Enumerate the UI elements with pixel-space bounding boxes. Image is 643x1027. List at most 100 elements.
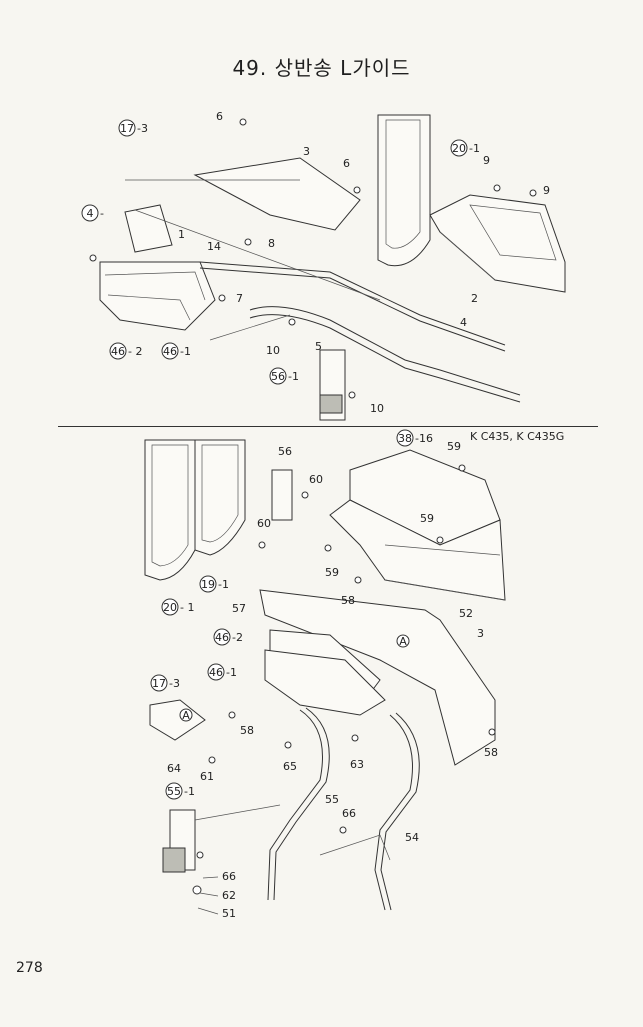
label-3: 3 — [303, 145, 310, 158]
label-63: 63 — [350, 758, 364, 771]
label-8: 8 — [268, 237, 275, 250]
svg-text:46: 46 — [111, 345, 125, 358]
label-59: 59 — [325, 566, 339, 579]
svg-text:A: A — [399, 635, 407, 648]
label-66: 66 — [342, 807, 356, 820]
label-60: 60 — [257, 517, 271, 530]
label-57: 57 — [232, 602, 246, 615]
section-divider — [58, 426, 598, 427]
label-61: 61 — [200, 770, 214, 783]
svg-text:- 1: - 1 — [180, 601, 194, 614]
label-66: 66 — [222, 870, 236, 883]
label-14: 14 — [207, 240, 221, 253]
callout-38-16: 38 -16 — [396, 429, 433, 447]
rail-part-5 — [249, 306, 521, 396]
svg-text:-1: -1 — [226, 666, 237, 679]
label-52: 52 — [459, 607, 473, 620]
callout-46-1-bottom: 46 -1 — [207, 663, 237, 681]
bracket-part-17-3 — [149, 699, 206, 741]
label-6: 6 — [343, 157, 350, 170]
label-65: 65 — [283, 760, 297, 773]
callout-46-1-top: 46 -1 — [161, 342, 191, 360]
duct-part-52 — [329, 499, 506, 601]
label-10: 10 — [266, 344, 280, 357]
top-assembly: 17 -3 20 -1 4 - 46 - 2 46 -1 56 -1 — [81, 110, 566, 421]
label-58: 58 — [341, 594, 355, 607]
label-56: 56 — [278, 445, 292, 458]
rod-part-55 — [267, 709, 323, 901]
label-51: 51 — [222, 907, 236, 920]
page-title: 49. 상반송 L가이드 — [232, 56, 411, 80]
svg-text:56: 56 — [271, 370, 285, 383]
svg-text:-16: -16 — [415, 432, 433, 445]
svg-text:46: 46 — [163, 345, 177, 358]
svg-text:-3: -3 — [169, 677, 180, 690]
guide-plate-46-1 — [264, 649, 386, 716]
side-plate-19-1 — [194, 439, 246, 556]
svg-text:38: 38 — [398, 432, 412, 445]
model-label: K C435, K C435G — [470, 430, 565, 443]
side-plate-20-1 — [377, 114, 431, 267]
page-number: 278 — [16, 960, 43, 976]
svg-text:A: A — [182, 709, 190, 722]
bracket-part-56 — [271, 469, 293, 521]
callout-17-3-bottom: 17 -3 — [150, 674, 180, 692]
svg-text:17: 17 — [120, 122, 134, 135]
duct-part-2 — [429, 194, 566, 293]
svg-text:46: 46 — [215, 631, 229, 644]
label-64: 64 — [167, 762, 181, 775]
svg-text:-1: -1 — [218, 578, 229, 591]
rail-part-4 — [199, 261, 506, 346]
label-55: 55 — [325, 793, 339, 806]
marker-a: A — [179, 708, 193, 722]
svg-text:-1: -1 — [180, 345, 191, 358]
label-10: 10 — [370, 402, 384, 415]
label-5: 5 — [315, 340, 322, 353]
label-60: 60 — [309, 473, 323, 486]
callout-17-3-top: 17 -3 — [118, 119, 148, 137]
label-58: 58 — [240, 724, 254, 737]
marker-a: A — [396, 634, 410, 648]
callout-20-1-bottom: 20 - 1 — [161, 598, 194, 616]
label-9: 9 — [483, 154, 490, 167]
svg-text:-1: -1 — [288, 370, 299, 383]
svg-text:4: 4 — [87, 207, 94, 220]
callout-46-2-top: 46 - 2 — [109, 342, 142, 360]
bottom-assembly: 38 -16 19 -1 20 - 1 46 -2 46 -1 17 -3 — [144, 429, 506, 920]
callout-20-1-top: 20 -1 — [450, 139, 480, 157]
guide-plate-46 — [99, 261, 216, 331]
label-62: 62 — [222, 889, 236, 902]
label-4: 4 — [460, 316, 467, 329]
callout-55-1: 55 -1 — [165, 782, 195, 800]
guide-part-3 — [193, 157, 361, 231]
label-1: 1 — [178, 228, 185, 241]
label-58: 58 — [484, 746, 498, 759]
label-2: 2 — [471, 292, 478, 305]
svg-text:19: 19 — [201, 578, 215, 591]
label-7: 7 — [236, 292, 243, 305]
side-plate-20-1 — [144, 439, 196, 581]
callout-19-1: 19 -1 — [199, 575, 229, 593]
svg-text:-2: -2 — [232, 631, 243, 644]
rod-part-54 — [374, 714, 413, 911]
svg-text:55: 55 — [167, 785, 181, 798]
label-3: 3 — [477, 627, 484, 640]
svg-text:-1: -1 — [184, 785, 195, 798]
callout-4-top: 4 - — [81, 204, 104, 222]
svg-text:20: 20 — [452, 142, 466, 155]
label-9: 9 — [543, 184, 550, 197]
label-6: 6 — [216, 110, 223, 123]
svg-text:17: 17 — [152, 677, 166, 690]
svg-text:- 2: - 2 — [128, 345, 142, 358]
callout-56-1-top: 56 -1 — [269, 367, 299, 385]
svg-text:-3: -3 — [137, 122, 148, 135]
bracket-part-1 — [124, 204, 173, 253]
svg-text:-: - — [100, 207, 104, 220]
svg-text:-1: -1 — [469, 142, 480, 155]
label-59: 59 — [420, 512, 434, 525]
label-54: 54 — [405, 831, 419, 844]
svg-text:46: 46 — [209, 666, 223, 679]
callout-46-2-bottom: 46 -2 — [213, 628, 243, 646]
label-59: 59 — [447, 440, 461, 453]
